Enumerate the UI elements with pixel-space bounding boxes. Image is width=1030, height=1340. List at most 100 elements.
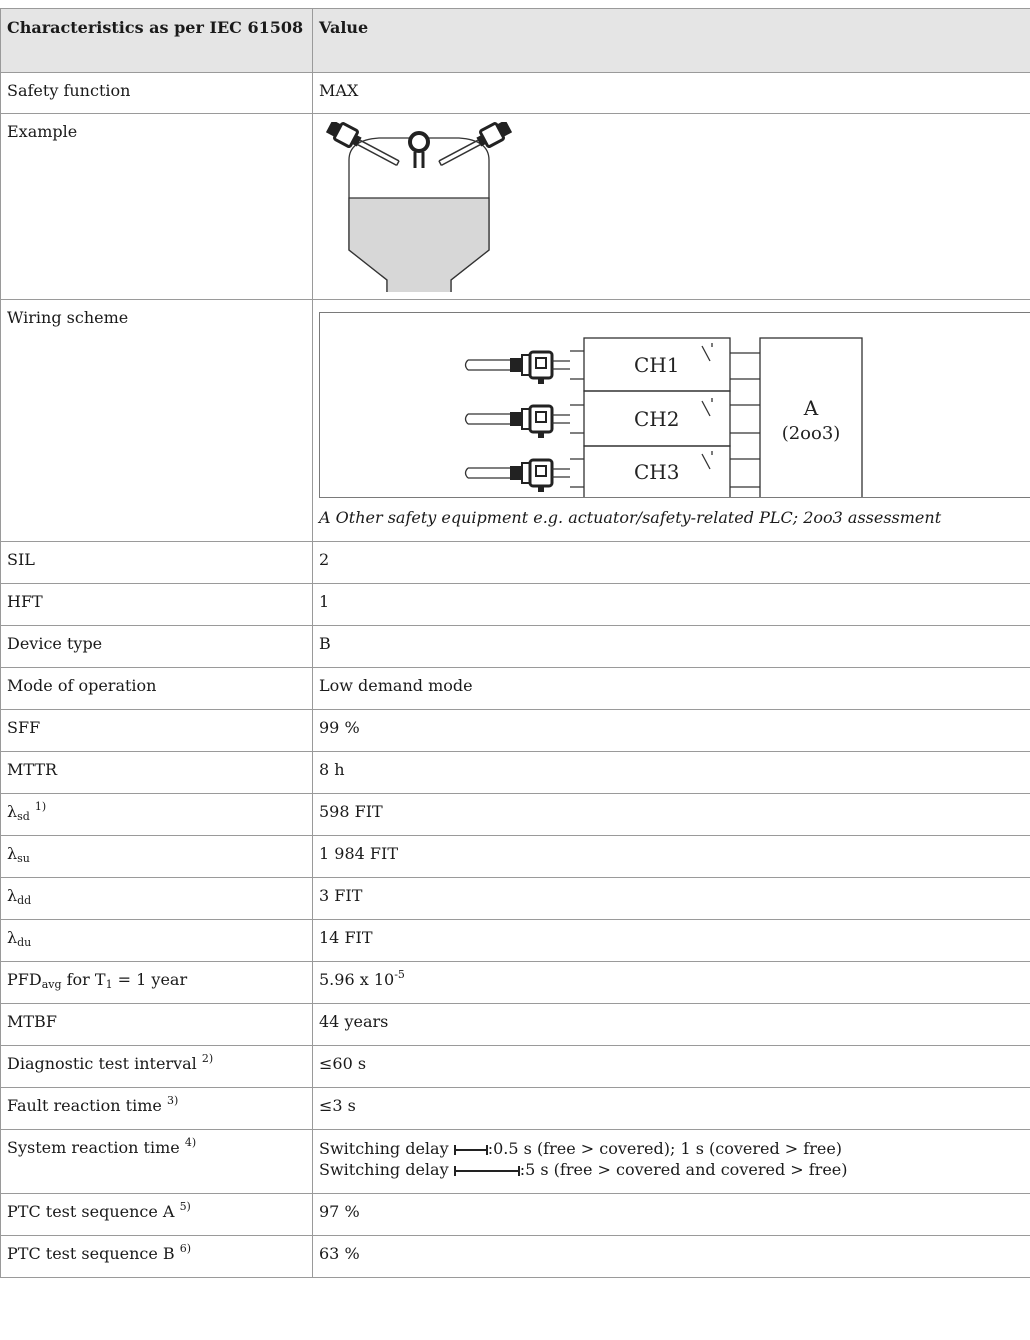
row-value: Low demand mode: [312, 667, 1030, 710]
long-delay-icon: [453, 1165, 520, 1176]
label-text: Diagnostic test interval: [7, 1054, 197, 1073]
channel-2-label: CH2: [634, 407, 679, 431]
table-row: Example: [0, 113, 1030, 300]
pfd-value: 5.96 x 10: [319, 970, 395, 989]
row-value: ≤3 s: [312, 1087, 1030, 1130]
sensor-1-icon: [464, 350, 570, 384]
switching-delay-line-2: Switching delay :5 s (free > covered and…: [319, 1159, 1024, 1180]
table-row: SIL 2: [0, 541, 1030, 584]
row-label: λsu: [0, 835, 313, 878]
table-row: MTTR 8 h: [0, 751, 1030, 794]
row-label: System reaction time 4): [0, 1129, 313, 1194]
wiring-caption: A Other safety equipment e.g. actuator/s…: [319, 508, 942, 527]
row-label: SIL: [0, 541, 313, 584]
table-row: Fault reaction time 3) ≤3 s: [0, 1087, 1030, 1130]
row-value: 97 %: [312, 1193, 1030, 1236]
pfd-subscript: avg: [41, 978, 62, 991]
row-value: 1 984 FIT: [312, 835, 1030, 878]
table-row: HFT 1: [0, 583, 1030, 626]
footnote-marker: 1): [34, 800, 47, 813]
header-value: Value: [312, 8, 1030, 73]
switching-delay-line-1: Switching delay :0.5 s (free > covered);…: [319, 1138, 1024, 1159]
wiring-cell: CH1 CH2 CH3 A (2oo3) A Other safety equi…: [312, 299, 1030, 542]
row-value: 44 years: [312, 1003, 1030, 1046]
row-label: Fault reaction time 3): [0, 1087, 313, 1130]
lambda-symbol: λ: [7, 928, 18, 947]
row-value: ≤60 s: [312, 1045, 1030, 1088]
pfd-label-mid: for T: [61, 970, 106, 989]
row-value: B: [312, 625, 1030, 668]
evaluator-sub-label: (2oo3): [782, 423, 841, 444]
lambda-symbol: λ: [7, 886, 18, 905]
lambda-subscript: su: [17, 852, 30, 865]
row-label: PTC test sequence A 5): [0, 1193, 313, 1236]
example-cell: [312, 113, 1030, 300]
table-row: Device type B: [0, 625, 1030, 668]
table-row: PTC test sequence A 5) 97 %: [0, 1193, 1030, 1236]
lambda-subscript: du: [17, 936, 32, 949]
header-characteristics: Characteristics as per IEC 61508: [0, 8, 313, 73]
table-row: Diagnostic test interval 2) ≤60 s: [0, 1045, 1030, 1088]
row-label: λdu: [0, 919, 313, 962]
switching-delay-value: :5 s (free > covered and covered > free): [519, 1160, 848, 1179]
row-label: Safety function: [0, 72, 313, 114]
row-value: 1: [312, 583, 1030, 626]
table-row: System reaction time 4) Switching delay …: [0, 1129, 1030, 1194]
switching-delay-label: Switching delay: [319, 1139, 449, 1158]
evaluator-label: A: [803, 396, 819, 420]
sensor-3-icon: [464, 458, 570, 492]
footnote-marker: 2): [201, 1052, 214, 1065]
row-label: Device type: [0, 625, 313, 668]
switching-delay-label: Switching delay: [319, 1160, 449, 1179]
row-label: λsd 1): [0, 793, 313, 836]
table-row: SFF 99 %: [0, 709, 1030, 752]
lambda-symbol: λ: [7, 802, 18, 821]
row-value: 8 h: [312, 751, 1030, 794]
row-label: MTBF: [0, 1003, 313, 1046]
row-label: SFF: [0, 709, 313, 752]
wiring-diagram-frame: CH1 CH2 CH3 A (2oo3): [319, 312, 1030, 499]
row-label: Wiring scheme: [0, 299, 313, 542]
pfd-label: PFD: [7, 970, 42, 989]
page-top-cutoff: [0, 0, 1030, 8]
sil-characteristics-table: Characteristics as per IEC 61508 Value S…: [0, 8, 1030, 1278]
footnote-marker: 3): [166, 1094, 179, 1107]
table-row: PFDavg for T1 = 1 year 5.96 x 10-5: [0, 961, 1030, 1004]
row-value: 63 %: [312, 1235, 1030, 1278]
table-row: λdu 14 FIT: [0, 919, 1030, 962]
table-row: MTBF 44 years: [0, 1003, 1030, 1046]
table-row: λsd 1) 598 FIT: [0, 793, 1030, 836]
row-label: Mode of operation: [0, 667, 313, 710]
channel-3-label: CH3: [634, 460, 679, 484]
tank-example-illustration: [325, 119, 513, 297]
table-row: λsu 1 984 FIT: [0, 835, 1030, 878]
footnote-marker: 5): [179, 1200, 191, 1213]
table-row: Mode of operation Low demand mode: [0, 667, 1030, 710]
label-text: Fault reaction time: [7, 1096, 162, 1115]
pfd-label-end: = 1 year: [112, 970, 188, 989]
label-text: System reaction time: [7, 1138, 180, 1157]
label-text: PTC test sequence A: [7, 1202, 175, 1221]
table-header-row: Characteristics as per IEC 61508 Value: [0, 8, 1030, 73]
row-label: λdd: [0, 877, 313, 920]
row-label: PFDavg for T1 = 1 year: [0, 961, 313, 1004]
tank-fill: [349, 198, 489, 296]
left-sensor-icon: [325, 119, 400, 167]
label-text: PTC test sequence B: [7, 1244, 175, 1263]
lambda-subscript: sd: [17, 810, 30, 823]
lambda-subscript: dd: [17, 894, 32, 907]
row-value: 3 FIT: [312, 877, 1030, 920]
t-subscript: 1: [105, 978, 113, 991]
row-value: Switching delay :0.5 s (free > covered);…: [312, 1129, 1030, 1194]
row-value: 99 %: [312, 709, 1030, 752]
table-row: λdd 3 FIT: [0, 877, 1030, 920]
row-value: 598 FIT: [312, 793, 1030, 836]
row-value: 2: [312, 541, 1030, 584]
sensor-2-icon: [464, 404, 570, 438]
footnote-marker: 4): [184, 1136, 197, 1149]
row-label: Diagnostic test interval 2): [0, 1045, 313, 1088]
wiring-diagram: CH1 CH2 CH3 A (2oo3): [464, 337, 863, 499]
row-label: Example: [0, 113, 313, 300]
top-sensor-icon: [408, 131, 430, 153]
